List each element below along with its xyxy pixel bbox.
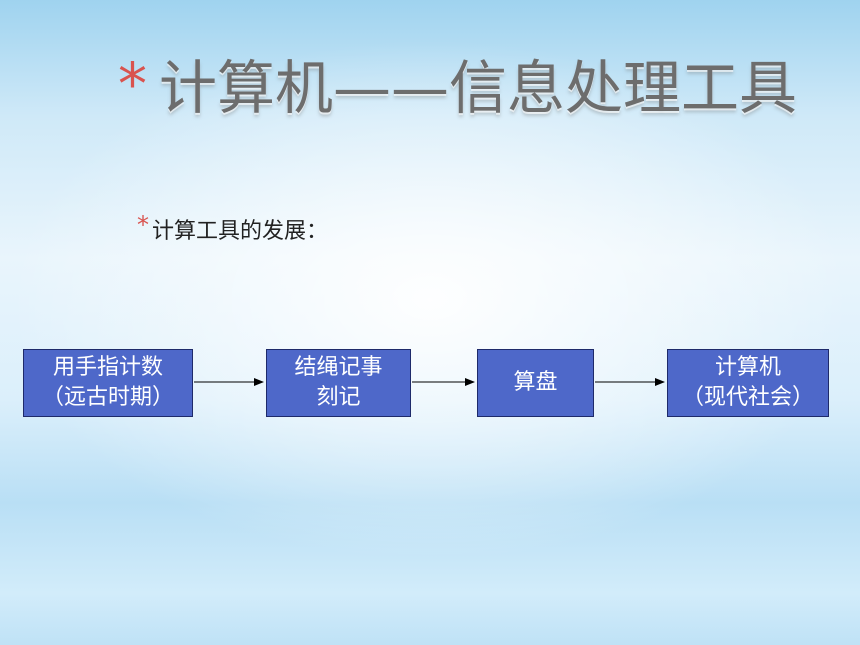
flow-box-line2: 刻记 — [316, 385, 361, 410]
flow-box-line2: （现代社会） — [681, 385, 814, 410]
subtitle: * 计算工具的发展： — [137, 213, 328, 245]
subtitle-bullet: * — [137, 211, 149, 239]
flow-box-line2: （远古时期） — [41, 385, 174, 410]
title-bullet: * — [118, 50, 147, 118]
slide-title: * 计算机——信息处理工具 — [118, 48, 797, 128]
flow-box-knots: 结绳记事 刻记 — [266, 349, 411, 417]
title-text: 计算机——信息处理工具 — [159, 54, 798, 122]
flow-box-fingers: 用手指计数 （远古时期） — [23, 349, 193, 417]
flow-box-line1: 结绳记事 — [294, 355, 383, 380]
flow-box-line1: 算盘 — [513, 370, 558, 395]
flow-box-line1: 用手指计数 — [52, 355, 163, 380]
flow-box-abacus: 算盘 — [477, 349, 594, 417]
flow-box-computer: 计算机 （现代社会） — [667, 349, 829, 417]
flow-box-line1: 计算机 — [714, 355, 781, 380]
subtitle-text: 计算工具的发展： — [152, 219, 329, 244]
